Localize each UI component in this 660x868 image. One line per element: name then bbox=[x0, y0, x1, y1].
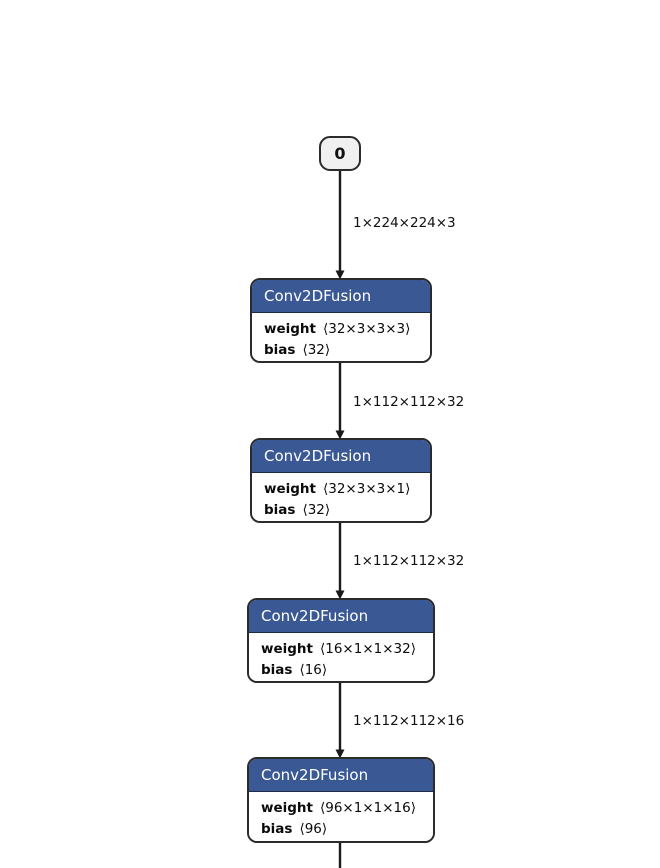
op-node-header: Conv2DFusion bbox=[249, 759, 433, 792]
op-node-body: weight ⟨32×3×3×1⟩ bias ⟨32⟩ bbox=[252, 473, 430, 521]
attribute-row: bias ⟨32⟩ bbox=[264, 340, 418, 361]
attribute-key: weight bbox=[261, 800, 313, 816]
op-node-header: Conv2DFusion bbox=[252, 440, 430, 473]
attribute-key: bias bbox=[261, 662, 293, 678]
attribute-value: ⟨32⟩ bbox=[302, 342, 331, 358]
attribute-row: weight ⟨16×1×1×32⟩ bbox=[261, 639, 421, 660]
op-node-body: weight ⟨32×3×3×3⟩ bias ⟨32⟩ bbox=[252, 313, 430, 361]
edge-label-tensor-shape: 1×224×224×3 bbox=[353, 215, 456, 231]
op-node-title: Conv2DFusion bbox=[264, 446, 372, 465]
input-node[interactable]: 0 bbox=[319, 136, 361, 171]
op-node-title: Conv2DFusion bbox=[261, 606, 369, 625]
attribute-value: ⟨32×3×3×1⟩ bbox=[322, 481, 411, 497]
edge-label-tensor-shape: 1×112×112×16 bbox=[353, 713, 465, 729]
attribute-row: weight ⟨32×3×3×3⟩ bbox=[264, 319, 418, 340]
attribute-value: ⟨16×1×1×32⟩ bbox=[319, 641, 416, 657]
attribute-key: bias bbox=[264, 342, 296, 358]
op-node-header: Conv2DFusion bbox=[252, 280, 430, 313]
op-node-conv2dfusion-4[interactable]: Conv2DFusion weight ⟨96×1×1×16⟩ bias ⟨96… bbox=[247, 757, 435, 843]
attribute-row: weight ⟨96×1×1×16⟩ bbox=[261, 798, 421, 819]
op-node-title: Conv2DFusion bbox=[261, 765, 369, 784]
op-node-body: weight ⟨16×1×1×32⟩ bias ⟨16⟩ bbox=[249, 633, 433, 681]
attribute-value: ⟨96⟩ bbox=[299, 821, 328, 837]
attribute-value: ⟨96×1×1×16⟩ bbox=[319, 800, 416, 816]
input-node-label: 0 bbox=[334, 143, 346, 163]
attribute-row: bias ⟨32⟩ bbox=[264, 500, 418, 521]
attribute-value: ⟨32×3×3×3⟩ bbox=[322, 321, 411, 337]
edge-label-tensor-shape: 1×112×112×32 bbox=[353, 394, 465, 410]
attribute-row: bias ⟨96⟩ bbox=[261, 819, 421, 840]
op-node-conv2dfusion-2[interactable]: Conv2DFusion weight ⟨32×3×3×1⟩ bias ⟨32⟩ bbox=[250, 438, 432, 523]
op-node-title: Conv2DFusion bbox=[264, 286, 372, 305]
attribute-row: weight ⟨32×3×3×1⟩ bbox=[264, 479, 418, 500]
attribute-value: ⟨16⟩ bbox=[299, 662, 328, 678]
op-node-body: weight ⟨96×1×1×16⟩ bias ⟨96⟩ bbox=[249, 792, 433, 841]
attribute-key: weight bbox=[264, 321, 316, 337]
op-node-conv2dfusion-3[interactable]: Conv2DFusion weight ⟨16×1×1×32⟩ bias ⟨16… bbox=[247, 598, 435, 683]
attribute-key: weight bbox=[261, 641, 313, 657]
attribute-row: bias ⟨16⟩ bbox=[261, 660, 421, 681]
attribute-key: bias bbox=[264, 502, 296, 518]
attribute-key: weight bbox=[264, 481, 316, 497]
op-node-conv2dfusion-1[interactable]: Conv2DFusion weight ⟨32×3×3×3⟩ bias ⟨32⟩ bbox=[250, 278, 432, 363]
attribute-key: bias bbox=[261, 821, 293, 837]
edge-label-tensor-shape: 1×112×112×32 bbox=[353, 553, 465, 569]
attribute-value: ⟨32⟩ bbox=[302, 502, 331, 518]
op-node-header: Conv2DFusion bbox=[249, 600, 433, 633]
